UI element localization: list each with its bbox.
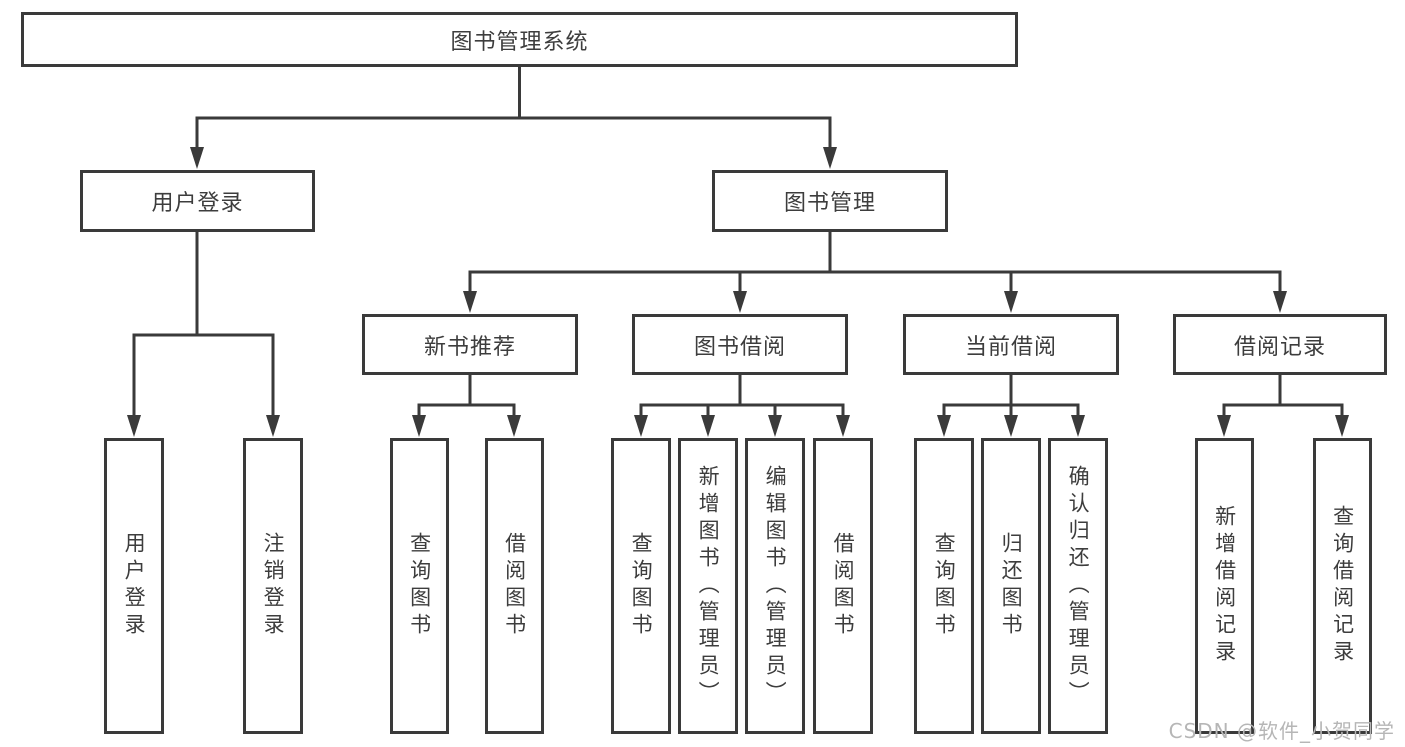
leaf-query-books-current: 查询图书 [914, 438, 974, 734]
leaf-query-books-recommend-label: 查询图书 [407, 532, 432, 640]
node-borrow-records: 借阅记录 [1173, 314, 1387, 375]
leaf-borrow-books-recommend-label: 借阅图书 [502, 532, 527, 640]
leaf-user-login: 用户登录 [104, 438, 164, 734]
leaf-add-borrow-record: 新增借阅记录 [1195, 438, 1254, 734]
leaf-confirm-return-admin-label: 确认归还（管理员） [1066, 464, 1091, 708]
node-user-login-label: 用户登录 [151, 191, 244, 216]
connector-user-login-to-leaves [132, 232, 275, 420]
leaf-borrow-books-label: 借阅图书 [831, 532, 856, 640]
connector-borrow-records-to-leaves [1222, 375, 1344, 420]
node-current-borrow: 当前借阅 [903, 314, 1119, 375]
connector-current-borrow-to-leaves [942, 375, 1080, 420]
leaf-logout-label: 注销登录 [261, 532, 286, 640]
leaf-add-book-admin: 新增图书（管理员） [678, 438, 738, 734]
leaf-add-book-admin-label: 新增图书（管理员） [696, 464, 721, 708]
node-root-label: 图书管理系统 [450, 29, 589, 55]
leaf-query-books-recommend: 查询图书 [390, 438, 449, 734]
leaf-user-login-label: 用户登录 [122, 532, 147, 640]
leaf-edit-book-admin: 编辑图书（管理员） [745, 438, 805, 734]
leaf-query-books-borrow: 查询图书 [611, 438, 671, 734]
leaf-return-book-label: 归还图书 [999, 532, 1024, 640]
leaf-query-books-borrow-label: 查询图书 [629, 532, 654, 640]
leaf-return-book: 归还图书 [981, 438, 1041, 734]
leaf-edit-book-admin-label: 编辑图书（管理员） [763, 464, 788, 708]
leaf-query-borrow-record: 查询借阅记录 [1313, 438, 1372, 734]
leaf-confirm-return-admin: 确认归还（管理员） [1048, 438, 1108, 734]
connector-new-book-to-leaves [417, 375, 516, 420]
node-new-book-recommend-label: 新书推荐 [423, 334, 516, 360]
connector-book-management-to-level2 [468, 232, 1282, 298]
leaf-query-borrow-record-label: 查询借阅记录 [1330, 505, 1355, 667]
leaf-borrow-books: 借阅图书 [813, 438, 873, 734]
leaf-query-books-current-label: 查询图书 [932, 532, 957, 640]
node-new-book-recommend: 新书推荐 [362, 314, 578, 375]
node-borrow-records-label: 借阅记录 [1233, 334, 1326, 360]
node-book-management: 图书管理 [712, 170, 948, 232]
leaf-logout: 注销登录 [243, 438, 303, 734]
node-user-login: 用户登录 [80, 170, 315, 232]
node-current-borrow-label: 当前借阅 [964, 334, 1057, 360]
connector-root-to-level1 [195, 67, 832, 152]
node-root: 图书管理系统 [21, 12, 1018, 67]
leaf-add-borrow-record-label: 新增借阅记录 [1212, 505, 1237, 667]
connector-book-borrow-to-leaves [639, 375, 845, 420]
node-book-borrow-label: 图书借阅 [693, 334, 786, 360]
node-book-borrow: 图书借阅 [632, 314, 848, 375]
leaf-borrow-books-recommend: 借阅图书 [485, 438, 544, 734]
node-book-management-label: 图书管理 [783, 191, 876, 216]
